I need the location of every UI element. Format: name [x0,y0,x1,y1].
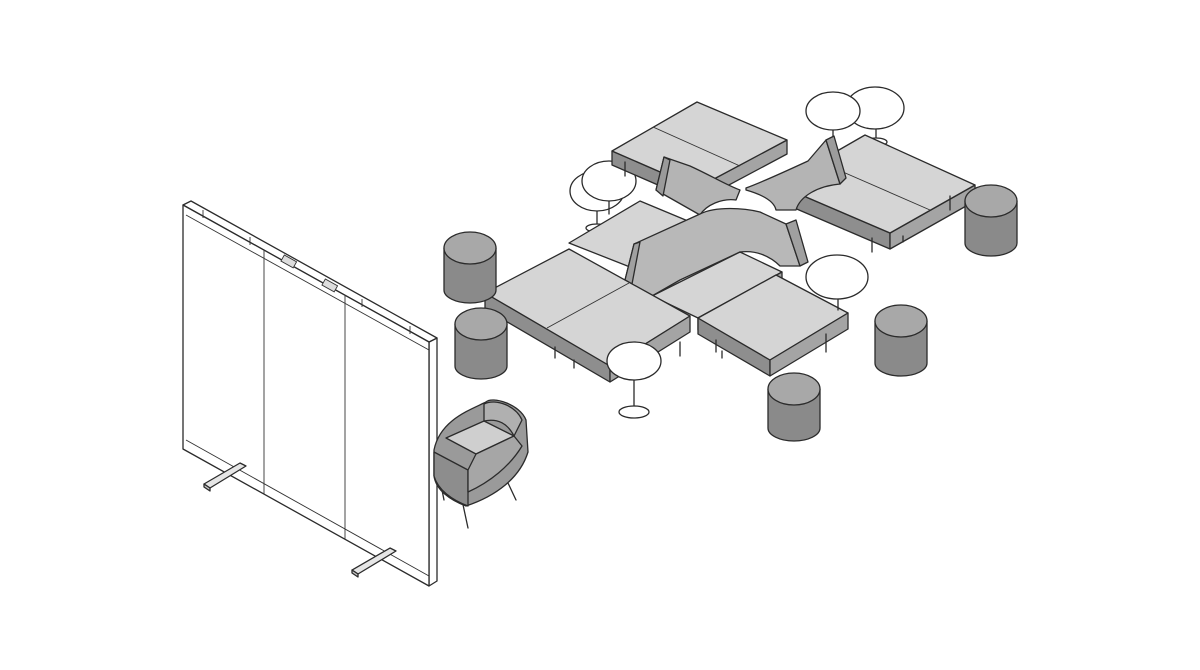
side-table [845,86,905,147]
side-table [805,254,869,311]
side-table [606,341,662,419]
sofa-module-front-right [697,274,849,377]
sofa-back-right [745,135,847,211]
privacy-screen [182,200,438,587]
screen-connector [280,254,298,269]
sofa-back-left [655,156,741,216]
screen-connector [321,278,339,293]
lounge-chair [433,399,529,529]
screen-foot [351,547,397,578]
pouf [454,307,508,380]
side-table [581,160,637,215]
pouf [767,372,821,442]
side-table [805,91,861,137]
pouf [443,231,497,304]
pouf [874,304,928,377]
sofa-back-center [624,207,809,297]
screen-foot [203,462,247,492]
pouf [964,184,1018,257]
